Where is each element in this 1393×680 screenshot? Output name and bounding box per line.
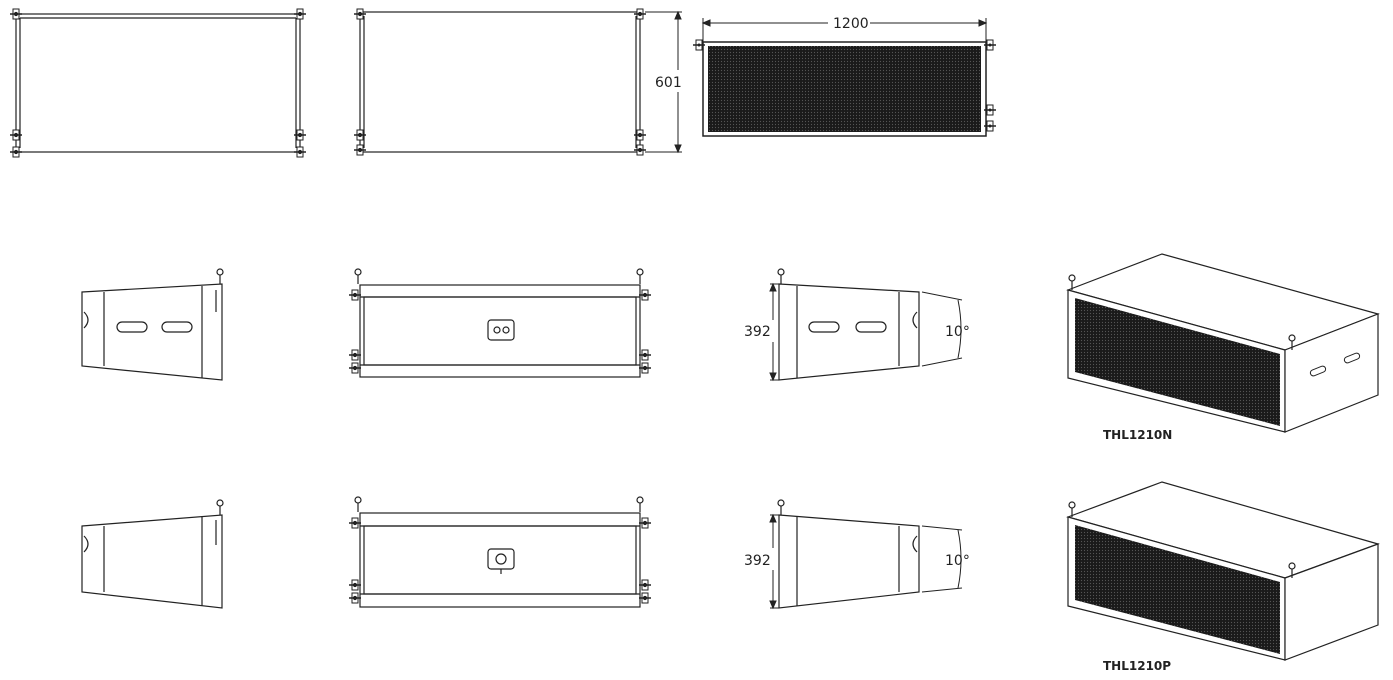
splay-angle-p <box>921 525 963 593</box>
splay-angle-label-p: 10° <box>945 553 970 569</box>
height-dimension <box>645 10 682 154</box>
side-height-label-n: 392 <box>744 324 771 340</box>
bottom-view <box>353 8 647 156</box>
top-view <box>9 8 307 158</box>
rear-view-n <box>348 268 652 378</box>
rear-view-p <box>348 496 652 608</box>
front-view <box>692 39 997 137</box>
model-label-n: THL1210N <box>1103 428 1172 442</box>
model-label-p: THL1210P <box>1103 659 1171 673</box>
isometric-view-n <box>1066 253 1380 433</box>
side-height-label-p: 392 <box>744 553 771 569</box>
left-side-view-p <box>81 499 224 609</box>
splay-angle-label-n: 10° <box>945 324 970 340</box>
right-side-view-n <box>777 268 920 381</box>
width-label: 1200 <box>833 16 869 32</box>
grille <box>708 46 981 132</box>
side-height-dimension-n <box>769 282 779 382</box>
left-side-view-n <box>81 268 224 381</box>
height-label: 601 <box>655 75 682 91</box>
isometric-view-p <box>1066 481 1380 661</box>
side-height-dimension-p <box>769 513 779 610</box>
splay-angle-n <box>921 291 963 367</box>
width-dimension <box>701 18 988 42</box>
right-side-view-p <box>777 499 920 609</box>
